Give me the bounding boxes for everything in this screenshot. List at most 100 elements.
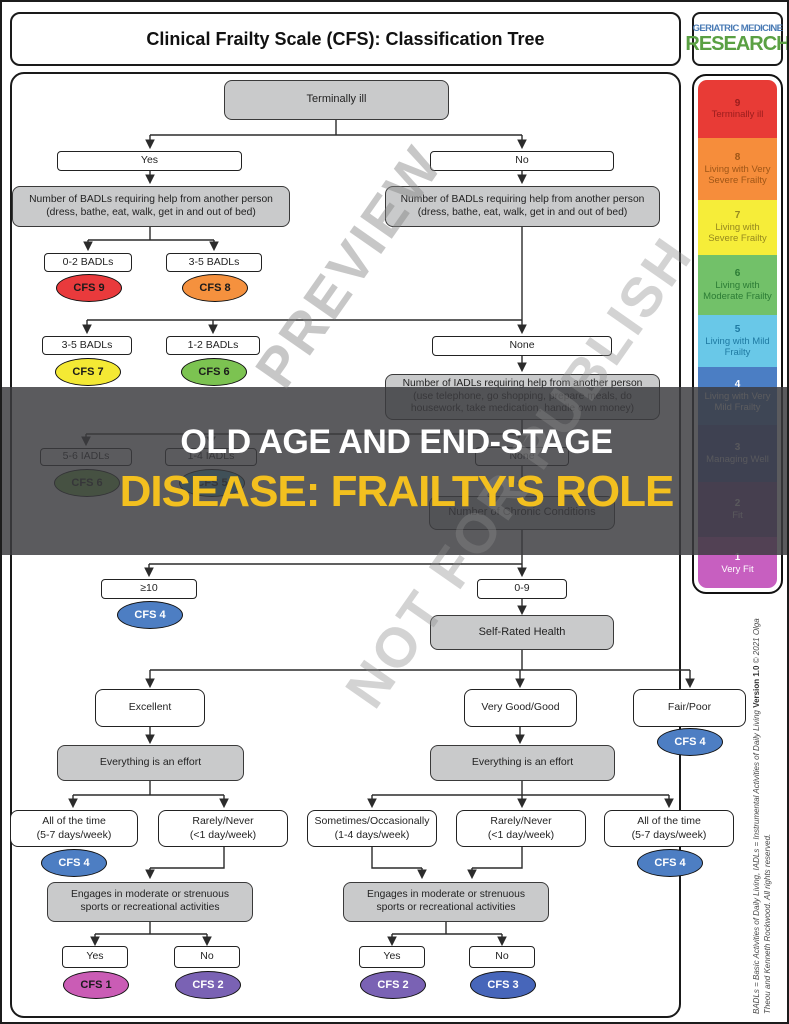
node-rarely-1: Rarely/Never(<1 day/week) (158, 810, 288, 847)
cfs-badge-cfs2: CFS 2 (360, 971, 426, 999)
node-all-time-1: All of the time(5-7 days/week) (10, 810, 138, 847)
node-label: Everything is an effort (99, 756, 202, 769)
cfs-badge-cfs4: CFS 4 (637, 849, 703, 877)
node-label: All of the time (637, 815, 701, 828)
scale-item-label: Living with Very Severe Frailty (704, 163, 771, 186)
cfs-badge-cfs1: CFS 1 (63, 971, 129, 999)
logo-text-research: RESEARCH (685, 33, 789, 56)
cfs-badge-cfs9: CFS 9 (56, 274, 122, 302)
scale-item-label: Living with Moderate Frailty (703, 279, 772, 302)
node-label: (dress, bathe, eat, walk, get in and out… (46, 206, 256, 218)
node-label: No (495, 950, 509, 963)
node-label: Rarely/Never (490, 815, 552, 828)
node-sometimes-1: Sometimes/Occasionally(1-4 days/week) (307, 810, 437, 847)
logo: GERIATRIC MEDICINE RESEARCH (685, 12, 787, 66)
node-badl-1-2: 1-2 BADLs (166, 336, 260, 355)
node-label: 3-5 BADLs (188, 255, 240, 268)
cfs-badge-label: CFS 4 (674, 736, 706, 748)
node-srh: Self-Rated Health (430, 615, 614, 650)
node-label: Yes (140, 154, 159, 167)
node-label: Yes (383, 950, 401, 963)
cfs-badge-cfs8: CFS 8 (182, 274, 248, 302)
node-label: Everything is an effort (471, 756, 574, 769)
node-label: (<1 day/week) (189, 828, 257, 841)
cfs-badge-cfs3: CFS 3 (470, 971, 536, 999)
cfs-badge-cfs4: CFS 4 (117, 601, 183, 629)
node-label: Engages in moderate or strenuous (71, 889, 229, 901)
title-box: Clinical Frailty Scale (CFS): Classifica… (10, 12, 681, 66)
node-label: Terminally ill (306, 93, 367, 106)
cfs-badge-label: CFS 1 (80, 979, 112, 991)
node-yes: Yes (62, 946, 128, 968)
node-label: Engages in moderate or strenuous (367, 889, 525, 901)
node-label: All of the time (42, 815, 106, 828)
node-very-good: Very Good/Good (464, 689, 577, 727)
node-fair-poor: Fair/Poor (633, 689, 746, 727)
node-label: 0-2 BADLs (62, 255, 114, 268)
node-label: Number of BADLs requiring help from anot… (29, 193, 273, 205)
scale-item-number: 4 (734, 378, 741, 390)
node-no: No (469, 946, 535, 968)
node-label: No (200, 950, 214, 963)
node-terminally-ill: Terminally ill (224, 80, 449, 120)
cfs-badge-cfs4: CFS 4 (41, 849, 107, 877)
cfs-badge-cfs2: CFS 2 (175, 971, 241, 999)
node-yes: Yes (359, 946, 425, 968)
node-label: Very Good/Good (481, 701, 560, 714)
node-label: None (509, 339, 535, 352)
scale-item-label: Terminally ill (711, 109, 764, 121)
cfs-badge-label: CFS 6 (198, 366, 230, 378)
node-badl-0-2: 0-2 BADLs (44, 253, 132, 272)
scale-item-number: 8 (734, 151, 741, 163)
node-label: Yes (86, 950, 104, 963)
node-label: (5-7 days/week) (36, 828, 112, 841)
node-all-time-1: All of the time(5-7 days/week) (604, 810, 734, 847)
node-label: Number of IADLs requiring help from anot… (402, 377, 643, 389)
node-label: sports or recreational activities (376, 902, 516, 913)
cfs-badge-label: CFS 4 (58, 857, 90, 869)
node-badl-3-5: 3-5 BADLs (166, 253, 262, 272)
node-yes: Yes (57, 151, 242, 171)
node-label: 0-9 (514, 582, 530, 595)
cfs-badge-label: CFS 9 (73, 282, 105, 294)
cfs-badge-label: CFS 4 (654, 857, 686, 869)
footnote-version: Version 1.0 (752, 665, 761, 708)
node-label: (1-4 days/week) (334, 828, 410, 841)
node-none: None (432, 336, 612, 356)
cfs-badge-label: CFS 7 (72, 366, 104, 378)
node-badl-q1: Number of BADLs requiring help from anot… (12, 186, 290, 227)
cfs-badge-label: CFS 8 (199, 282, 231, 294)
node-r0-9: 0-9 (477, 579, 567, 599)
scale-item-number: 1 (734, 552, 741, 563)
node-badl-q1: Number of BADLs requiring help from anot… (385, 186, 660, 227)
cfs-badge-cfs6: CFS 6 (181, 358, 247, 386)
scale-item-number: 6 (734, 267, 741, 279)
footnote: BADLs = Basic Activities of Daily Living… (752, 618, 774, 1014)
node-badl-3-5: 3-5 BADLs (42, 336, 132, 355)
scale-item-number: 9 (734, 97, 741, 109)
node-label: Excellent (128, 701, 172, 714)
logo-text-geriatric-medicine: GERIATRIC MEDICINE (692, 22, 783, 34)
node-label: (5-7 days/week) (631, 828, 707, 841)
node-label: Number of BADLs requiring help from anot… (400, 193, 645, 205)
cfs-badge-label: CFS 2 (192, 979, 224, 991)
node-label: Fair/Poor (667, 701, 712, 714)
node-no: No (430, 151, 614, 171)
node-label: (<1 day/week) (487, 828, 555, 841)
node-excellent: Excellent (95, 689, 205, 727)
node-label: sports or recreational activities (80, 902, 220, 913)
node-label: 3-5 BADLs (61, 338, 113, 351)
node-label: Sometimes/Occasionally (314, 815, 430, 828)
node-ge10: ≥10 (101, 579, 197, 599)
footnote-abbreviations: BADLs = Basic Activities of Daily Living… (752, 710, 761, 1014)
node-effort: Everything is an effort (430, 745, 615, 781)
scale-item-label: Very Fit (721, 563, 754, 575)
cfs-badge-cfs4: CFS 4 (657, 728, 723, 756)
